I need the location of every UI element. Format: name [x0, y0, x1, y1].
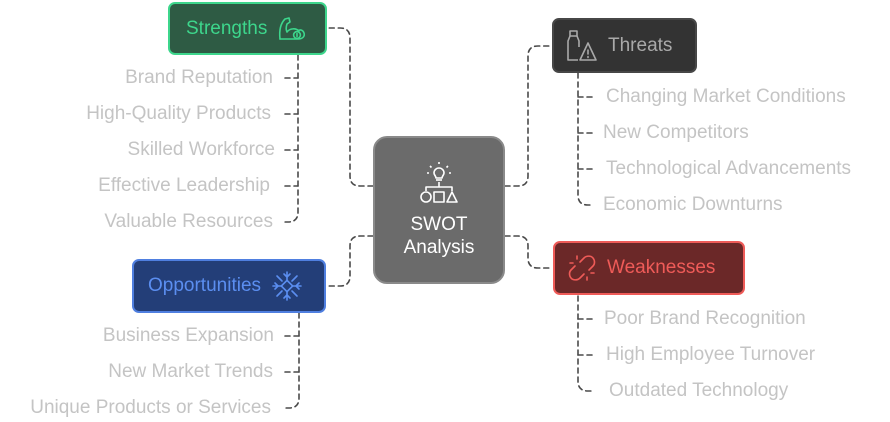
opportunities-node[interactable]: Opportunities	[132, 259, 326, 313]
strengths-item: Skilled Workforce	[127, 139, 275, 160]
opportunities-item: Unique Products or Services	[30, 397, 271, 418]
connector-center-threats	[504, 45, 553, 187]
threats-label: Threats	[608, 34, 673, 56]
weaknesses-label: Weaknesses	[607, 257, 716, 278]
strengths-label: Strengths	[186, 17, 268, 39]
center-title-line1: SWOT	[410, 214, 468, 235]
weaknesses-node[interactable]: Weaknesses	[553, 241, 745, 295]
flexed-arm-icon	[277, 15, 307, 43]
connector-center-weaknesses	[504, 235, 553, 269]
weaknesses-item: Poor Brand Recognition	[604, 308, 806, 329]
connector-opportunities-trunk	[284, 312, 300, 409]
threats-item: Technological Advancements	[606, 158, 852, 179]
threats-item: New Competitors	[603, 122, 749, 143]
connector-strengths-trunk	[284, 54, 299, 223]
threats-item: Changing Market Conditions	[606, 86, 846, 107]
strengths-item: High-Quality Products	[86, 103, 271, 124]
weaknesses-item: Outdated Technology	[609, 380, 789, 401]
threats-node[interactable]: Threats	[552, 18, 697, 73]
connector-center-strengths	[326, 27, 374, 187]
broken-link-icon	[567, 253, 597, 283]
opportunities-item: Business Expansion	[102, 325, 274, 346]
lightbulb-shapes-icon	[419, 161, 459, 209]
strengths-item: Brand Reputation	[125, 67, 273, 88]
opportunities-label: Opportunities	[148, 275, 262, 296]
connector-center-opportunities	[326, 235, 374, 287]
center-title-line2: Analysis	[403, 237, 475, 258]
opportunities-item: New Market Trends	[108, 361, 273, 382]
connector-weaknesses-trunk	[577, 295, 594, 392]
strengths-item: Effective Leadership	[98, 175, 270, 196]
strengths-node[interactable]: Strengths	[168, 2, 327, 55]
strengths-item: Valuable Resources	[104, 211, 273, 232]
weaknesses-item: High Employee Turnover	[606, 344, 816, 365]
threats-item: Economic Downturns	[603, 194, 783, 215]
bottle-warning-icon	[566, 29, 598, 63]
snowflake-icon	[271, 270, 303, 302]
connector-threats-trunk	[577, 72, 594, 206]
swot-center-node[interactable]: SWOT Analysis	[373, 136, 505, 284]
